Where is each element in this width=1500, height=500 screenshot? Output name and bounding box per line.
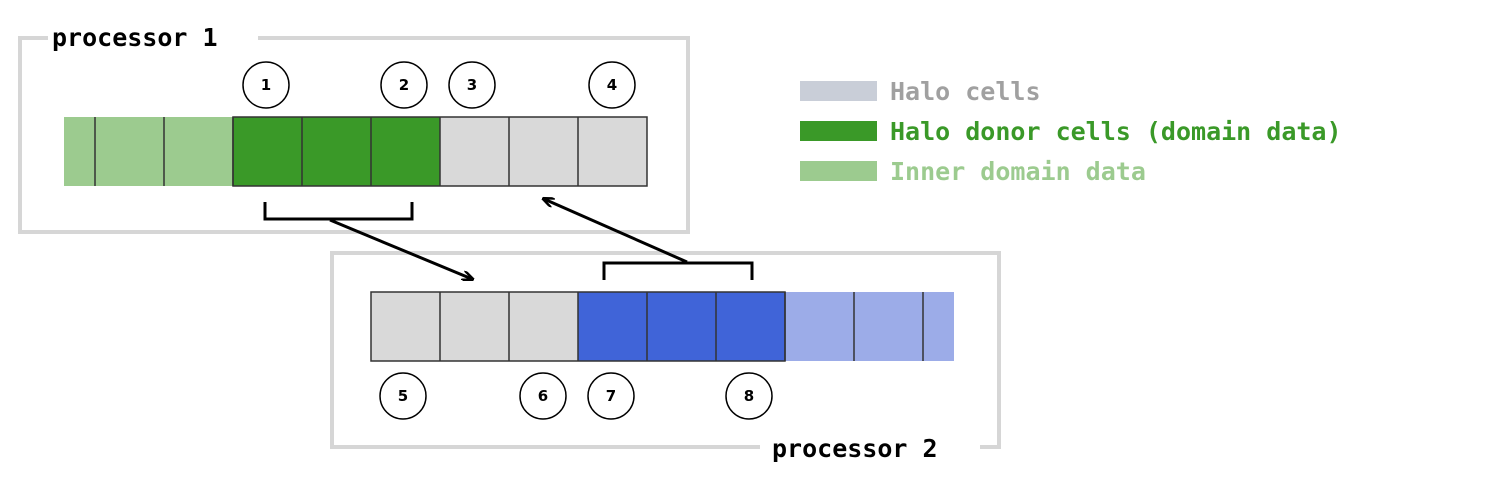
cell-inner [164, 117, 233, 186]
cell-halo [440, 117, 509, 186]
legend-item-halo: Halo cells [800, 77, 1041, 106]
legend-swatch-inner [800, 161, 877, 181]
legend-label-donor: Halo donor cells (domain data) [890, 117, 1342, 146]
svg-text:2: 2 [399, 76, 409, 94]
marker-4: 4 [588, 61, 636, 109]
processor-1-donor-bracket [263, 202, 414, 221]
svg-text:3: 3 [467, 76, 477, 94]
cell-inner [854, 292, 923, 361]
processor-2-donor-bracket [602, 261, 754, 280]
arrow-p2-donor-to-p1-halo [544, 199, 688, 264]
legend-label-inner: Inner domain data [890, 157, 1146, 186]
cell-halo [509, 117, 578, 186]
svg-text:5: 5 [398, 387, 408, 405]
legend: Halo cells Halo donor cells (domain data… [800, 77, 1342, 186]
legend-swatch-halo [800, 81, 877, 101]
cell-inner [785, 292, 854, 361]
cell-halo [440, 292, 509, 361]
svg-text:6: 6 [538, 387, 548, 405]
processor-1-frame [18, 36, 690, 234]
cell-halo [578, 117, 647, 186]
cell-inner [923, 292, 954, 361]
marker-7: 7 [587, 372, 635, 420]
marker-2: 2 [380, 61, 428, 109]
cell-donor [302, 117, 371, 186]
processor-2-markers: 5 6 7 8 [379, 372, 773, 420]
cell-donor [371, 117, 440, 186]
processor-2-title: processor 2 [772, 434, 938, 463]
marker-5: 5 [379, 372, 427, 420]
processor-2-cell-row [370, 291, 954, 362]
svg-text:7: 7 [606, 387, 616, 405]
cell-inner [64, 117, 95, 186]
marker-1: 1 [242, 61, 290, 109]
legend-label-halo: Halo cells [890, 77, 1041, 106]
marker-3: 3 [448, 61, 496, 109]
processor-1-title: processor 1 [52, 23, 218, 52]
cell-row-outline [232, 116, 648, 187]
cell-donor [233, 117, 302, 186]
marker-6: 6 [519, 372, 567, 420]
legend-item-inner: Inner domain data [800, 157, 1146, 186]
arrow-p1-donor-to-p2-halo [329, 218, 472, 279]
cell-halo [371, 292, 440, 361]
legend-swatch-donor [800, 121, 877, 141]
cell-row-outline [370, 291, 786, 362]
cell-halo [509, 292, 578, 361]
marker-8: 8 [725, 372, 773, 420]
cell-inner [95, 117, 164, 186]
cell-donor [578, 292, 647, 361]
processor-1-markers: 1 2 3 4 [242, 61, 636, 109]
processor-1-cell-row [64, 116, 648, 187]
cell-donor [716, 292, 785, 361]
svg-text:8: 8 [744, 387, 754, 405]
legend-item-donor: Halo donor cells (domain data) [800, 117, 1342, 146]
cell-donor [647, 292, 716, 361]
svg-text:4: 4 [607, 76, 617, 94]
svg-text:1: 1 [261, 76, 271, 94]
